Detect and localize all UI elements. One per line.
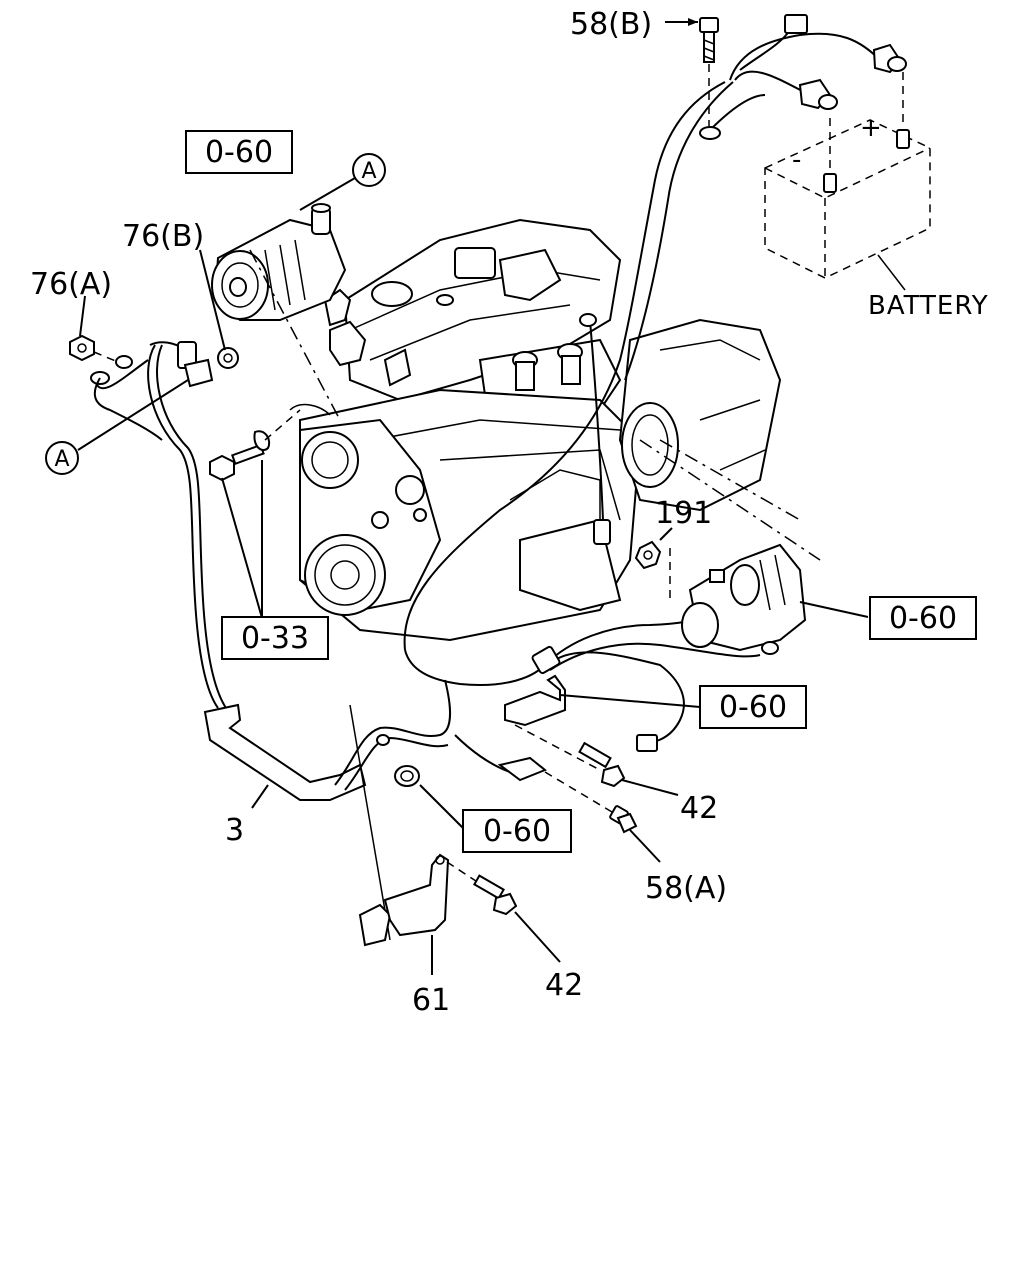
nut-191 <box>634 527 673 600</box>
nut-76b <box>217 347 239 369</box>
label-42-upper: 42 <box>680 791 718 826</box>
label-battery: BATTERY <box>868 291 989 321</box>
ref-box-alternator: 0-60 <box>185 130 293 174</box>
label-191: 191 <box>655 496 712 531</box>
engine-block <box>299 218 782 642</box>
bracket-61 <box>358 853 483 947</box>
alternator <box>211 203 347 321</box>
bolt-42-upper <box>578 741 626 788</box>
sensor-58a <box>544 771 638 834</box>
main-harness <box>90 313 761 801</box>
battery-plus-sign: + <box>860 113 882 143</box>
circle-marker-top-text: A <box>361 159 376 184</box>
label-3: 3 <box>225 813 244 848</box>
leader-lines <box>77 177 869 975</box>
circle-marker-left-text: A <box>54 447 69 472</box>
battery: + - <box>764 72 931 291</box>
grommet <box>349 704 420 941</box>
right-bracket <box>504 674 601 771</box>
ref-box-bracket-right: 0-60 <box>699 685 807 729</box>
bolt-58b <box>665 17 719 126</box>
label-42-lower: 42 <box>545 968 583 1003</box>
label-58a: 58(A) <box>645 871 727 906</box>
ref-box-starter-text: 0-60 <box>889 601 957 636</box>
bolt-42-lower <box>473 874 518 916</box>
label-76a: 76(A) <box>30 267 112 302</box>
battery-cables <box>403 14 907 651</box>
ref-box-bracket-center-text: 0-60 <box>483 814 551 849</box>
label-61: 61 <box>412 983 450 1018</box>
alternator-bolt <box>209 403 331 482</box>
ref-box-starter: 0-60 <box>869 596 977 640</box>
nut-76a <box>69 334 133 369</box>
circle-marker-left: A <box>45 441 79 475</box>
label-76b: 76(B) <box>122 219 204 254</box>
ref-box-alternator-text: 0-60 <box>205 135 273 170</box>
ref-box-bracket-center: 0-60 <box>462 809 572 853</box>
ref-box-033: 0-33 <box>221 616 329 660</box>
ref-box-033-text: 0-33 <box>241 621 309 656</box>
label-58b: 58(B) <box>570 7 652 42</box>
circle-marker-top: A <box>352 153 386 187</box>
battery-minus-sign: - <box>792 145 801 175</box>
ref-box-bracket-right-text: 0-60 <box>719 690 787 725</box>
dash-guides <box>249 249 801 521</box>
starter-motor <box>639 439 821 655</box>
